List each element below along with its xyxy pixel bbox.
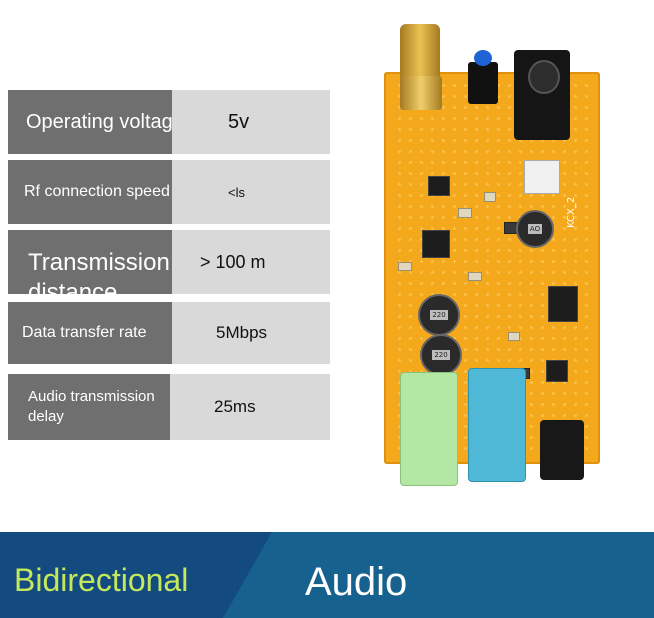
spec-label: Transmission distance: [8, 230, 172, 306]
white-connector: [524, 160, 560, 194]
chip-rf: [422, 230, 450, 258]
spec-row-transfer-rate: Data transfer rate 5Mbps: [8, 302, 330, 364]
smd-part: [484, 192, 496, 202]
audio-jack-green: [400, 372, 458, 486]
spec-row-voltage: Operating voltage: 5v: [8, 90, 330, 154]
dc-jack-hole: [528, 60, 560, 94]
chip-codec: [546, 360, 568, 382]
inductor-label: AO: [527, 224, 543, 234]
push-button: [468, 62, 498, 104]
coil-top: 220: [418, 294, 460, 336]
smd-part: [508, 332, 520, 341]
coil-bottom: 220: [420, 334, 462, 376]
coil-top-label: 220: [430, 310, 448, 320]
inductor-ao: AO: [516, 210, 554, 248]
spec-value: 25ms: [170, 374, 330, 440]
spec-label: Audio transmission delay: [8, 374, 170, 440]
spec-row-distance: Transmission distance > 100 m: [8, 230, 330, 306]
push-button-cap: [474, 50, 492, 66]
spec-value: <ls: [172, 160, 330, 224]
chip-small: [428, 176, 450, 196]
spec-value: 5Mbps: [172, 302, 330, 364]
sma-base: [400, 76, 442, 110]
audio-jack-black: [540, 420, 584, 480]
chip-audio: [548, 286, 578, 322]
spec-label: Operating voltage:: [8, 90, 189, 154]
smd-part: [458, 208, 472, 218]
spec-row-rf-speed: Rf connection speed <ls: [8, 160, 330, 224]
smd-part: [468, 272, 482, 281]
spec-row-audio-delay: Audio transmission delay 25ms: [8, 374, 330, 440]
banner-left-text: Bidirectional: [14, 562, 189, 598]
banner-right-text: Audio: [305, 560, 408, 604]
smd-part: [398, 262, 412, 271]
coil-bottom-label: 220: [432, 350, 450, 360]
pcb-silkscreen-label: KCX_2: [566, 196, 577, 228]
audio-jack-blue: [468, 368, 526, 482]
spec-value: 5v: [172, 90, 330, 154]
spec-label: Rf connection speed: [8, 160, 172, 224]
footer-banner: Bidirectional Audio: [0, 532, 654, 618]
banner-left-panel: [0, 532, 272, 618]
sma-antenna-connector: [400, 24, 440, 82]
spec-label: Data transfer rate: [8, 302, 172, 364]
spec-value: > 100 m: [172, 230, 330, 294]
